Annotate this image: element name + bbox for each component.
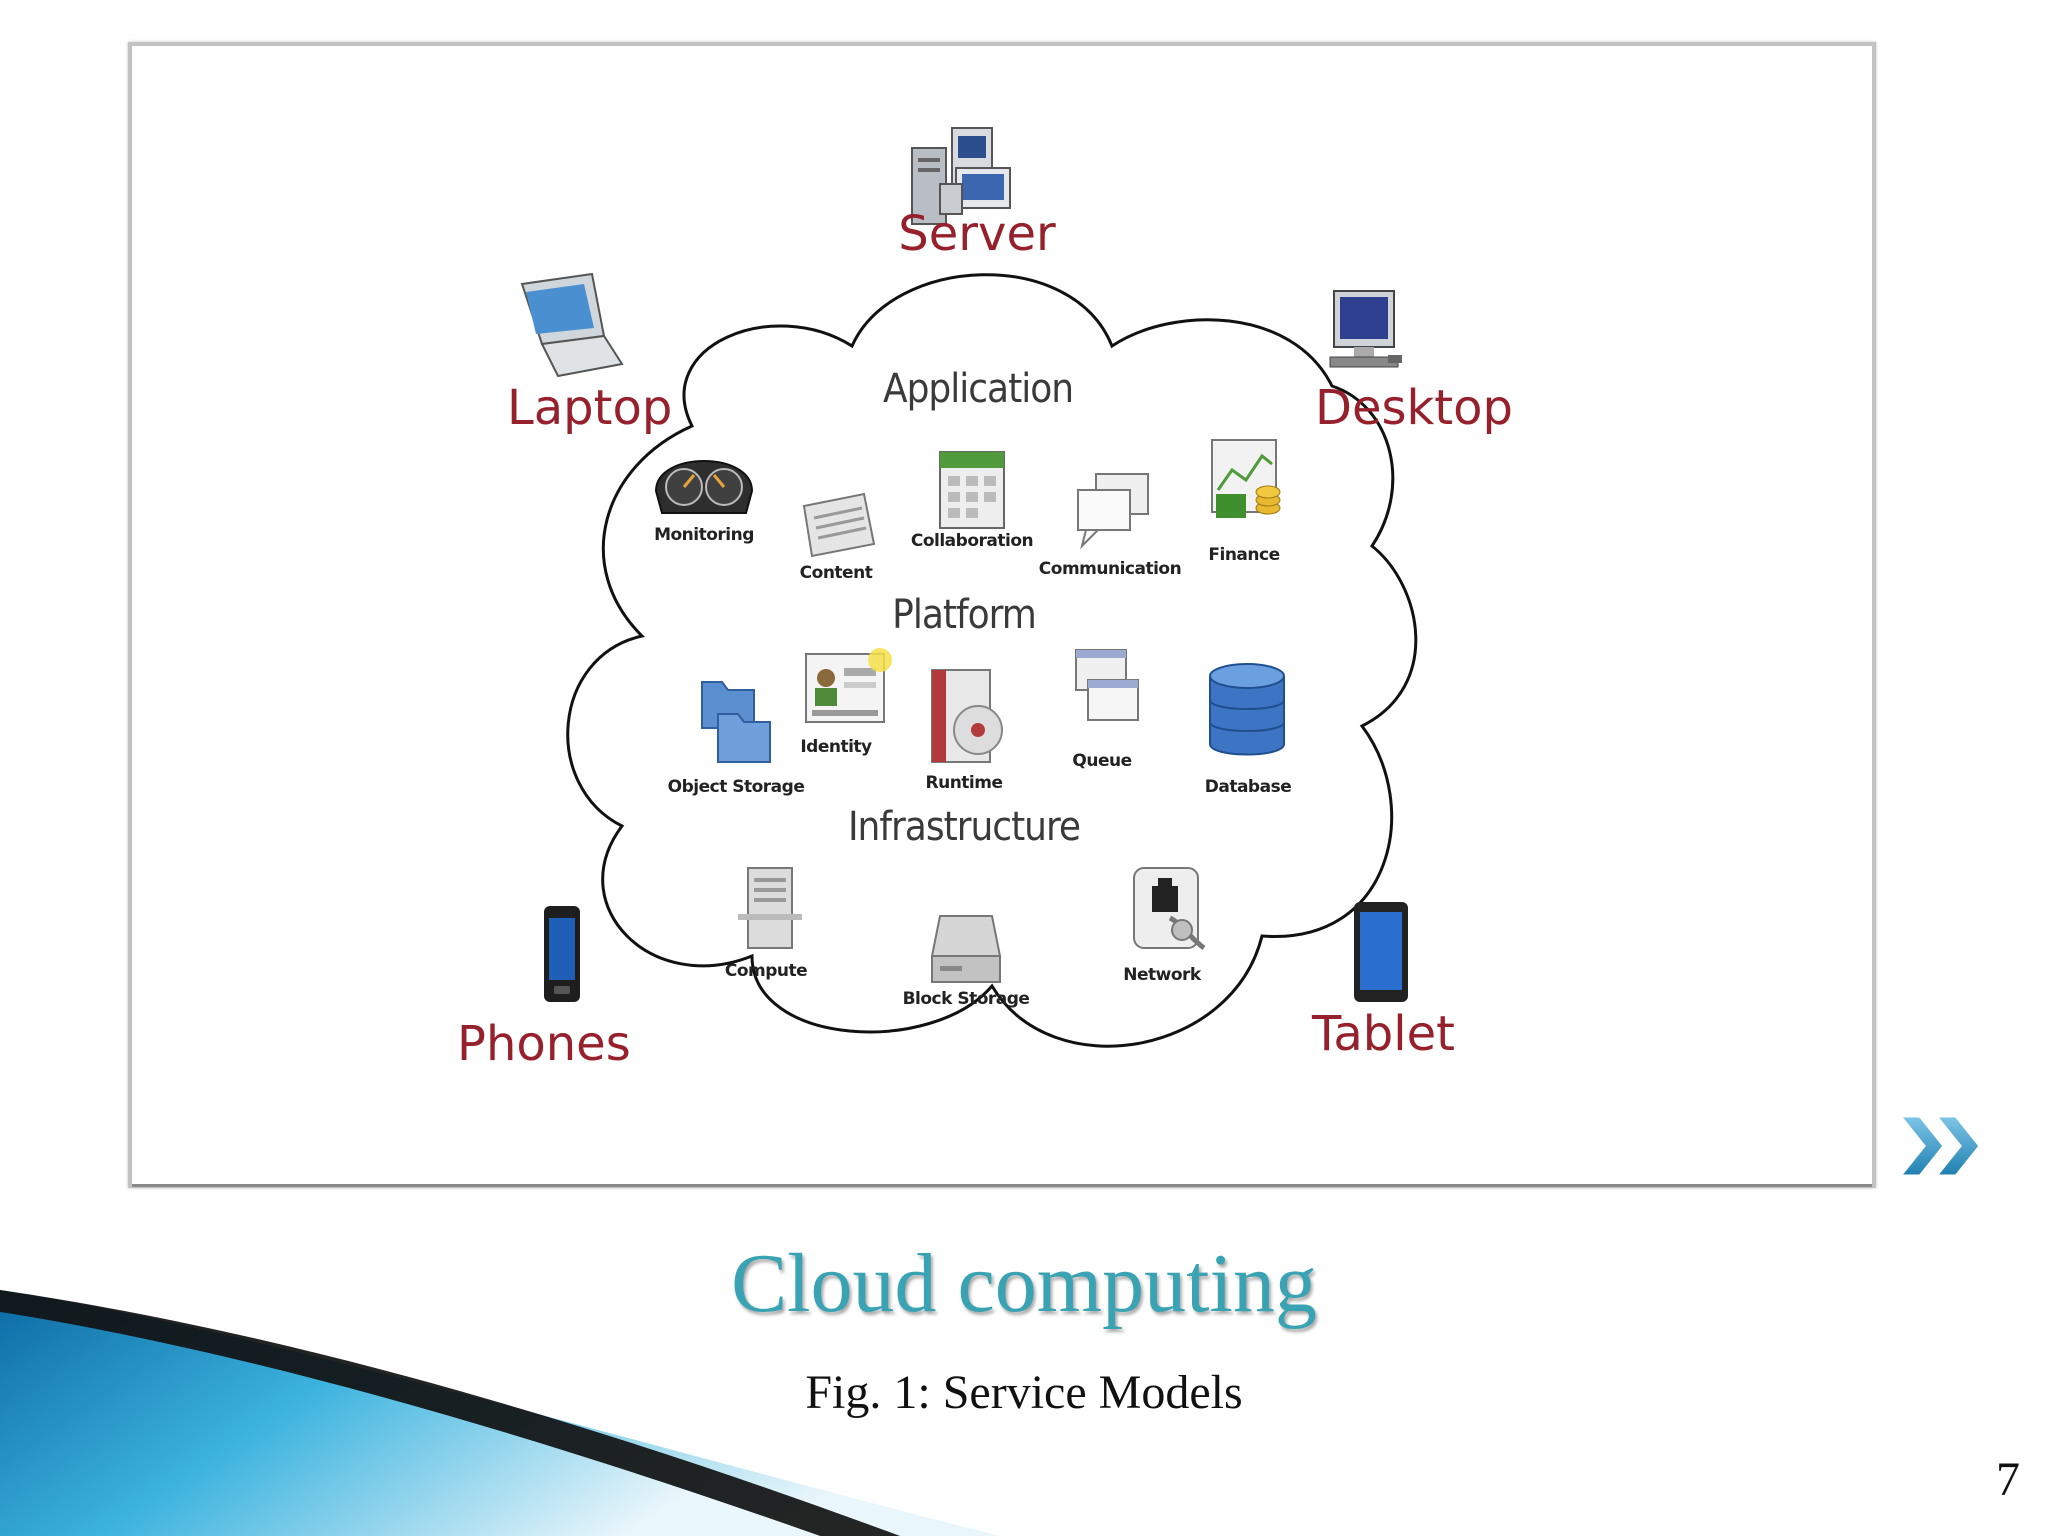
runtime-label: Runtime bbox=[926, 773, 1003, 793]
phone-icon bbox=[544, 906, 580, 1002]
block-storage-label: Block Storage bbox=[903, 989, 1030, 1009]
runtime-icon bbox=[931, 669, 1003, 763]
platform-layer-label: Platform bbox=[892, 592, 1036, 638]
content-label: Content bbox=[800, 563, 873, 583]
network-label: Network bbox=[1123, 965, 1202, 985]
desktop-icon bbox=[1329, 290, 1402, 368]
content-icon bbox=[802, 492, 876, 558]
desktop-label: Desktop bbox=[1315, 380, 1513, 436]
finance-label: Finance bbox=[1208, 545, 1279, 565]
tablet-icon bbox=[1354, 902, 1408, 1002]
communication-icon bbox=[1077, 473, 1149, 550]
figure-image-area bbox=[132, 46, 1872, 1187]
figure-frame: Server Laptop Desktop Phones Tablet Appl… bbox=[128, 42, 1876, 1188]
identity-icon bbox=[805, 648, 892, 723]
identity-label: Identity bbox=[800, 737, 872, 757]
cloud-outline bbox=[566, 273, 1418, 1048]
block-storage-icon bbox=[930, 915, 1002, 983]
server-icon bbox=[911, 127, 1011, 225]
infrastructure-layer-label: Infrastructure bbox=[848, 804, 1080, 850]
object-storage-label: Object Storage bbox=[668, 777, 805, 797]
compute-icon bbox=[738, 867, 802, 949]
queue-label: Queue bbox=[1072, 751, 1131, 771]
application-layer-label: Application bbox=[883, 366, 1073, 412]
compute-label: Compute bbox=[725, 961, 807, 981]
finance-icon bbox=[1211, 439, 1281, 518]
double-chevron-right-icon[interactable] bbox=[1896, 1110, 1992, 1182]
phones-label: Phones bbox=[457, 1016, 631, 1072]
database-label: Database bbox=[1205, 777, 1291, 797]
communication-label: Communication bbox=[1039, 559, 1181, 579]
collaboration-icon bbox=[939, 451, 1005, 529]
cloud-diagram: Server Laptop Desktop Phones Tablet Appl… bbox=[457, 127, 1513, 1072]
network-icon bbox=[1133, 867, 1206, 951]
slide-decoration bbox=[0, 1290, 1000, 1536]
slide-title: Cloud computing bbox=[731, 1237, 1317, 1330]
laptop-label: Laptop bbox=[507, 380, 672, 436]
laptop-icon bbox=[520, 272, 624, 378]
figure-caption: Fig. 1: Service Models bbox=[805, 1366, 1243, 1419]
monitoring-label: Monitoring bbox=[654, 525, 754, 545]
slide-number: 7 bbox=[1996, 1453, 2020, 1506]
monitoring-icon bbox=[654, 460, 754, 514]
tablet-label: Tablet bbox=[1311, 1006, 1455, 1062]
object-storage-icon bbox=[701, 681, 771, 763]
collaboration-label: Collaboration bbox=[911, 531, 1033, 551]
database-icon bbox=[1209, 663, 1285, 756]
server-label: Server bbox=[898, 206, 1056, 262]
queue-icon bbox=[1075, 649, 1139, 721]
